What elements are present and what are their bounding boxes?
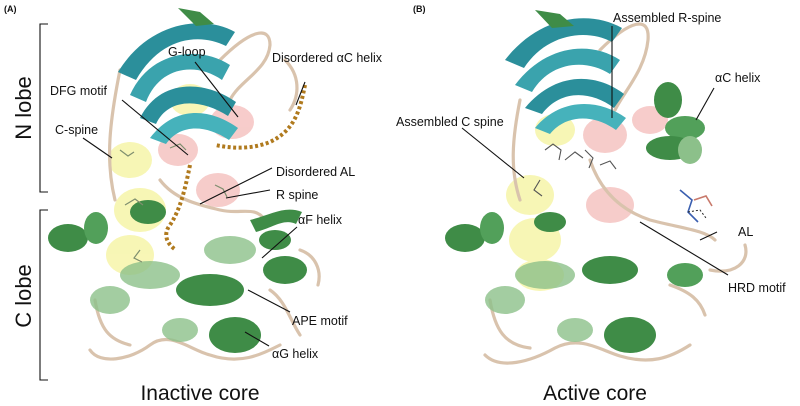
label-disordered-al: Disordered AL <box>276 165 355 179</box>
c-lobe-helices-b <box>445 212 703 353</box>
c-lobe-label: C lobe <box>11 264 36 328</box>
protein-structure-active <box>445 10 748 365</box>
n-lobe-label: N lobe <box>11 76 36 140</box>
label-af-helix: αF helix <box>298 213 343 227</box>
label-hrd-motif: HRD motif <box>728 281 786 295</box>
side-chains <box>119 143 228 263</box>
label-ag-helix: αG helix <box>272 347 319 361</box>
label-ape-motif: APE motif <box>292 314 348 328</box>
leader-lines-b <box>461 26 729 276</box>
disordered-activation-loop <box>164 164 192 252</box>
assembled-r-spine-surface <box>583 106 668 223</box>
title-active-core: Active core <box>543 382 647 405</box>
protein-structure-inactive <box>48 8 321 361</box>
al-salt-bridge <box>679 189 713 223</box>
label-g-loop: G-loop <box>168 45 206 59</box>
n-lobe-bracket <box>39 23 48 193</box>
disordered-ac-helix <box>214 84 307 150</box>
label-dfg-motif: DFG motif <box>50 84 107 98</box>
panel-a: (A) N lobe C lobe <box>4 4 383 405</box>
label-assembled-r-spine: Assembled R-spine <box>613 11 721 25</box>
panel-b-tag: (B) <box>413 4 426 14</box>
c-lobe-helices <box>48 200 307 353</box>
panel-b: (B) <box>396 4 786 405</box>
beta-sheet <box>118 8 238 144</box>
title-inactive-core: Inactive core <box>140 382 259 405</box>
label-r-spine: R spine <box>276 188 318 202</box>
ac-helix <box>646 82 705 164</box>
label-disordered-ac-helix: Disordered αC helix <box>272 51 383 65</box>
label-ac-helix: αC helix <box>715 71 761 85</box>
label-assembled-c-spine: Assembled C spine <box>396 115 504 129</box>
leader-lines-a <box>82 61 306 347</box>
label-c-spine: C-spine <box>55 123 98 137</box>
loop-coils-b <box>483 22 748 365</box>
label-al: AL <box>738 225 753 239</box>
active-site-side-chains <box>533 143 617 197</box>
beta-sheet-b <box>505 10 626 134</box>
panel-a-tag: (A) <box>4 4 17 14</box>
c-lobe-bracket <box>39 209 48 381</box>
